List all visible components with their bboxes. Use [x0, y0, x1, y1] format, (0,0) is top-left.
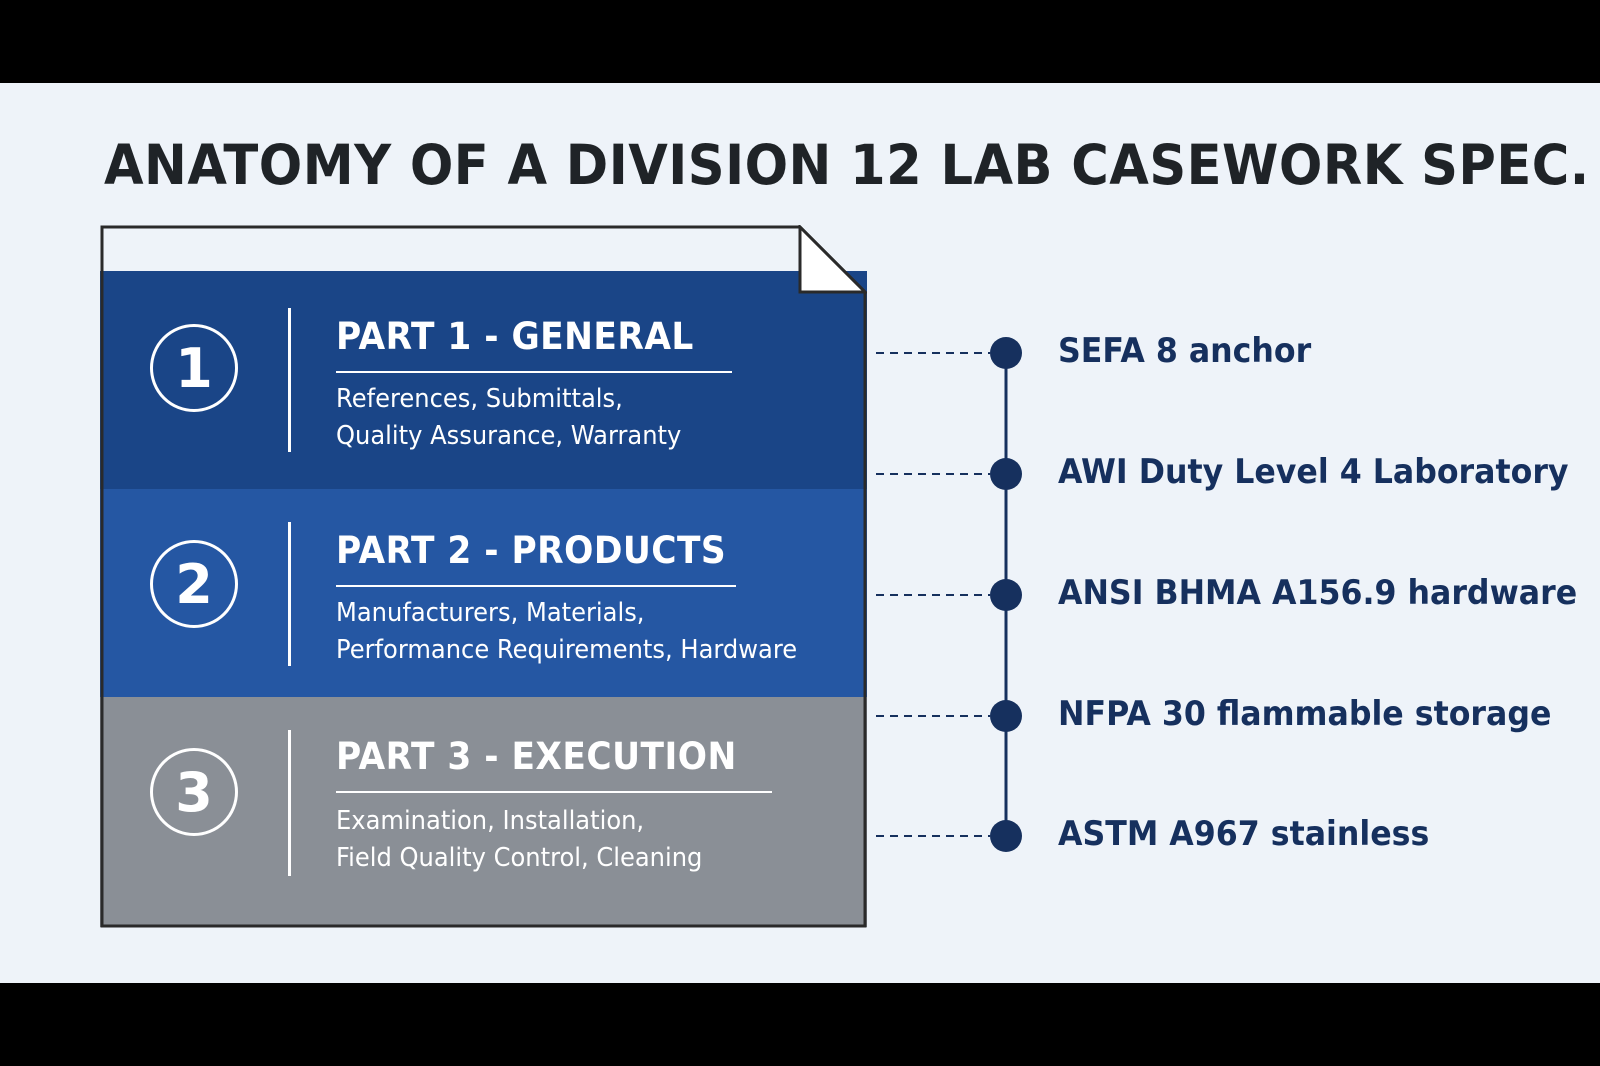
reference-dot-3 [990, 579, 1022, 611]
reference-label-nfpa: NFPA 30 flammable storage [1058, 694, 1552, 734]
part-1-number-badge: 1 [150, 324, 238, 412]
part-1-section: 1 PART 1 - GENERAL References, Submittal… [100, 271, 867, 489]
reference-dot-2 [990, 458, 1022, 490]
part-2-number-badge: 2 [150, 540, 238, 628]
part-3-underline [336, 791, 772, 793]
part-2-section: 2 PART 2 - PRODUCTS Manufacturers, Mater… [100, 489, 867, 697]
document-border [100, 225, 867, 928]
part-1-separator [288, 308, 291, 452]
reference-label-sefa: SEFA 8 anchor [1058, 331, 1312, 371]
spec-document: 1 PART 1 - GENERAL References, Submittal… [100, 225, 867, 928]
part-1-title: PART 1 - GENERAL [336, 315, 694, 358]
infographic-canvas: ANATOMY OF A DIVISION 12 LAB CASEWORK SP… [0, 83, 1600, 983]
reference-dot-5 [990, 820, 1022, 852]
reference-label-awi: AWI Duty Level 4 Laboratory [1058, 452, 1569, 492]
page-fold-icon [798, 225, 867, 294]
part-1-description: References, Submittals, Quality Assuranc… [336, 384, 682, 451]
page-title: ANATOMY OF A DIVISION 12 LAB CASEWORK SP… [104, 133, 1590, 197]
part-2-separator [288, 522, 291, 666]
reference-dot-1 [990, 337, 1022, 369]
part-2-description: Manufacturers, Materials, Performance Re… [336, 598, 798, 665]
part-2-title: PART 2 - PRODUCTS [336, 529, 727, 572]
reference-label-astm: ASTM A967 stainless [1058, 814, 1430, 854]
part-3-description: Examination, Installation, Field Quality… [336, 806, 703, 873]
document-outline [100, 225, 867, 928]
part-2-underline [336, 585, 736, 587]
part-1-underline [336, 371, 732, 373]
part-3-title: PART 3 - EXECUTION [336, 735, 737, 778]
reference-label-ansi: ANSI BHMA A156.9 hardware [1058, 573, 1578, 613]
part-3-section: 3 PART 3 - EXECUTION Examination, Instal… [100, 697, 867, 927]
reference-dot-4 [990, 700, 1022, 732]
part-3-number-badge: 3 [150, 748, 238, 836]
part-3-separator [288, 730, 291, 876]
reference-connectors [876, 337, 1022, 852]
